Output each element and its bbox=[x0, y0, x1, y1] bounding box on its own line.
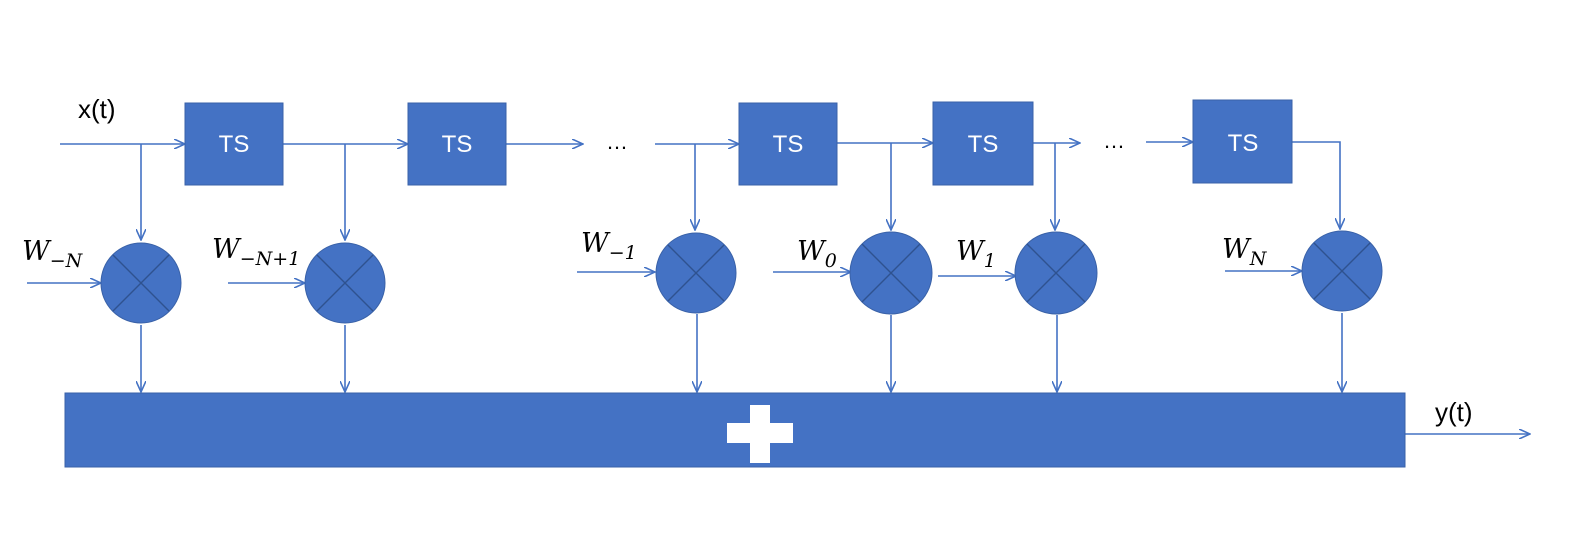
delay-block: TS bbox=[1192, 99, 1293, 184]
summer-block bbox=[64, 392, 1406, 468]
circled-times-icon bbox=[1014, 231, 1098, 315]
circled-times-icon bbox=[849, 231, 933, 315]
output-label: y(t) bbox=[1435, 397, 1473, 427]
input-label: x(t) bbox=[78, 94, 116, 124]
weight-label: W−1 bbox=[581, 228, 637, 264]
delay-label: TS bbox=[773, 131, 804, 158]
delay-label: TS bbox=[219, 131, 250, 158]
circled-times-icon bbox=[655, 232, 737, 314]
delay-block: TS bbox=[738, 102, 838, 186]
circled-times-icon bbox=[304, 242, 386, 324]
weight-label: W−N+1 bbox=[212, 234, 300, 270]
delay-label: TS bbox=[442, 131, 473, 158]
delay-block: TS bbox=[184, 102, 284, 186]
weight-label: W−N bbox=[22, 236, 84, 272]
weight-label: W0 bbox=[797, 236, 837, 272]
delay-block: TS bbox=[932, 101, 1034, 186]
ellipsis: … bbox=[1103, 128, 1125, 153]
signal-wires bbox=[27, 142, 1530, 434]
plus-icon bbox=[727, 405, 793, 463]
weight-label: W1 bbox=[956, 236, 996, 272]
ellipsis: … bbox=[606, 129, 628, 154]
delay-label: TS bbox=[968, 131, 999, 158]
circled-times-icon bbox=[1301, 230, 1383, 312]
circled-times-icon bbox=[100, 242, 182, 324]
delay-label: TS bbox=[1228, 130, 1259, 157]
delay-block: TS bbox=[407, 102, 507, 186]
weight-label: WN bbox=[1222, 234, 1268, 270]
